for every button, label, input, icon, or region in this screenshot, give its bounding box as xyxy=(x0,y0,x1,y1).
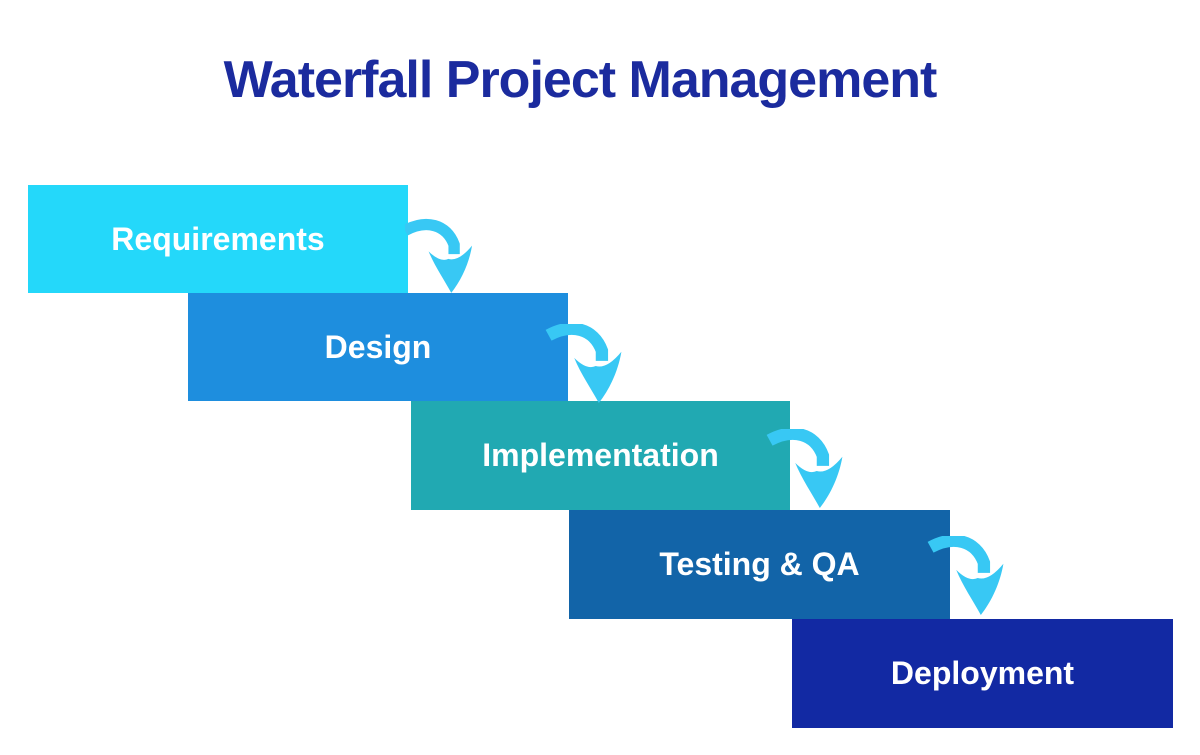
step-label: Design xyxy=(324,328,432,365)
step-label: Deployment xyxy=(890,655,1075,691)
step-box-requirements: Requirements xyxy=(28,185,408,293)
step-box-deployment: Deployment xyxy=(792,619,1173,728)
step-box-design: Design xyxy=(188,293,568,401)
step-label: Requirements xyxy=(111,220,325,257)
step-box-implementation: Implementation xyxy=(411,401,790,510)
step-label: Testing & QA xyxy=(659,546,860,582)
curved-down-arrow-icon xyxy=(405,218,473,293)
step-box-testing-qa: Testing & QA xyxy=(569,510,950,619)
page-title: Waterfall Project Management xyxy=(223,51,938,109)
step-label: Implementation xyxy=(482,437,719,473)
